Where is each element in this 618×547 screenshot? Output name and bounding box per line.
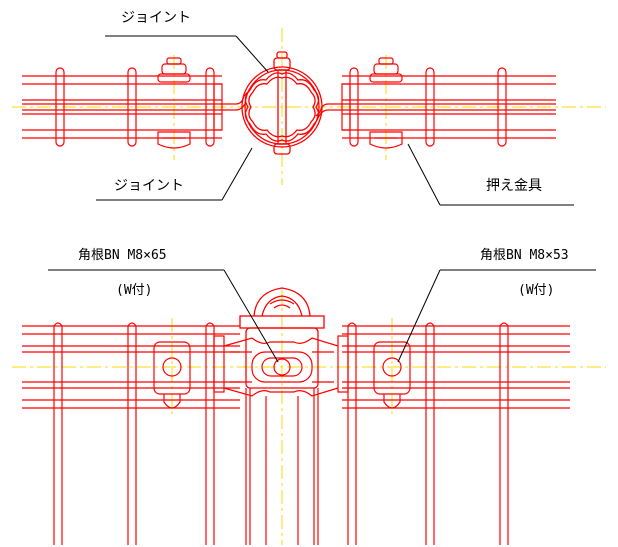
bottom-left-wires bbox=[22, 325, 240, 409]
bottom-post-cap bbox=[239, 287, 325, 389]
bottom-joint-body bbox=[223, 337, 339, 397]
bottom-right-bars bbox=[337, 322, 509, 545]
top-center-lines bbox=[12, 28, 606, 185]
bolt-left-label: 角根BN M8×65 bbox=[78, 248, 167, 263]
bolt-right-washer-label: (W付) bbox=[518, 283, 555, 298]
bottom-left-bars bbox=[53, 322, 225, 545]
top-left-bars bbox=[55, 67, 223, 147]
bottom-right-wires bbox=[342, 325, 570, 409]
bottom-leader-lines bbox=[48, 269, 596, 363]
joint-bottom-label: ジョイント bbox=[114, 178, 184, 194]
bottom-post bbox=[245, 388, 319, 545]
joint-top-label: ジョイント bbox=[121, 10, 191, 26]
top-right-clamp bbox=[369, 57, 403, 149]
bottom-left-clamp bbox=[153, 341, 191, 409]
top-left-wires bbox=[22, 75, 222, 139]
top-right-wires bbox=[342, 75, 556, 139]
bottom-center-lines bbox=[12, 290, 606, 545]
bottom-right-clamp bbox=[373, 341, 411, 409]
top-joint bbox=[222, 51, 342, 155]
top-leader-lines bbox=[96, 35, 574, 206]
clamp-label: 押え金具 bbox=[486, 178, 542, 194]
bolt-left-washer-label: (W付) bbox=[116, 283, 153, 298]
bolt-right-label: 角根BN M8×53 bbox=[480, 248, 569, 263]
bottom-view bbox=[12, 287, 606, 545]
top-right-bars bbox=[341, 67, 507, 147]
top-view bbox=[12, 28, 606, 185]
top-left-clamp bbox=[157, 57, 191, 149]
